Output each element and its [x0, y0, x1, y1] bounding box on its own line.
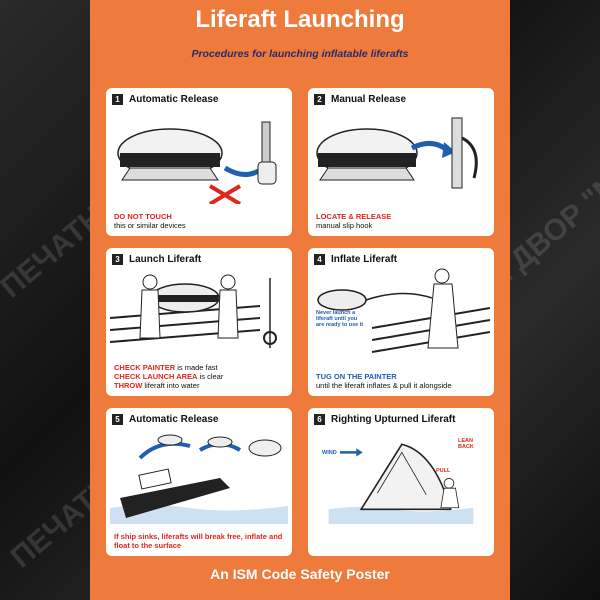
safety-poster: Liferaft Launching Procedures for launch…	[90, 0, 510, 600]
panel-title: Automatic Release	[129, 414, 219, 425]
poster-footer: An ISM Code Safety Poster	[210, 566, 390, 582]
step-number: 2	[314, 94, 325, 105]
poster-title: Liferaft Launching	[195, 6, 405, 33]
poster-subtitle: Procedures for launching inflatable life…	[191, 48, 409, 60]
step-number: 1	[112, 94, 123, 105]
panel-righting-upturned-liferaft: 6 Righting Upturned Liferaft WIND LEAN B…	[308, 408, 494, 556]
panel-launch-liferaft: 3 Launch Liferaft CHECK PAINTER is made …	[106, 248, 292, 396]
righting-liferaft-illustration	[328, 443, 474, 524]
panel-caption: DO NOT TOUCH this or similar devices	[114, 212, 186, 230]
panel-automatic-release-sinking: 5 Automatic Release If ship sinks, lifer…	[106, 408, 292, 556]
wind-label: WIND	[322, 450, 337, 456]
step-number: 5	[112, 414, 123, 425]
panel-title: Righting Upturned Liferaft	[331, 414, 456, 425]
panel-inflate-liferaft: 4 Inflate Liferaft Never launch a lifera…	[308, 248, 494, 396]
panel-title: Inflate Liferaft	[331, 254, 398, 265]
caption-text: until the liferaft inflates & pull it al…	[316, 381, 452, 390]
liferaft-container-illustration	[117, 121, 277, 204]
crew-tugging-painter-illustration	[317, 268, 490, 353]
caption-text: this or similar devices	[114, 221, 186, 230]
caption-text: liferaft into water	[142, 381, 200, 390]
caption-warning: CHECK PAINTER	[114, 363, 176, 372]
caption-warning: THROW	[114, 381, 143, 390]
step-number: 3	[112, 254, 123, 265]
lean-back-label: LEAN BACK	[458, 438, 474, 450]
panel-caption: LOCATE & RELEASE manual slip hook	[316, 212, 391, 230]
panel-title: Manual Release	[331, 94, 407, 105]
pull-label: PULL	[436, 468, 451, 474]
crew-throwing-liferaft-illustration	[110, 274, 277, 348]
caption-text: is clear	[197, 372, 224, 381]
caption-warning: CHECK LAUNCH AREA	[114, 372, 198, 381]
sinking-ship-illustration	[110, 434, 288, 524]
panel-title: Automatic Release	[129, 94, 219, 105]
step-number: 4	[314, 254, 325, 265]
caption-warning: DO NOT TOUCH	[114, 212, 172, 221]
caption-instruction: TUG ON THE PAINTER	[316, 372, 397, 381]
caption-text: manual slip hook	[316, 221, 373, 230]
warning-note: Never launch a liferaft until you are re…	[316, 310, 364, 328]
manual-release-illustration	[316, 117, 478, 189]
panel-automatic-release: 1 Automatic Release DO NOT TOUCH this or…	[106, 88, 292, 236]
step-number: 6	[314, 414, 325, 425]
panel-manual-release: 2 Manual Release LOCATE & RELEASE manual…	[308, 88, 494, 236]
caption-warning: If ship sinks, liferafts will break free…	[114, 532, 283, 550]
panel-caption: TUG ON THE PAINTER until the liferaft in…	[316, 372, 452, 390]
caption-warning: LOCATE & RELEASE	[316, 212, 392, 221]
panel-caption: CHECK PAINTER is made fast CHECK LAUNCH …	[114, 363, 223, 390]
caption-text: is made fast	[175, 363, 218, 372]
panel-title: Launch Liferaft	[129, 254, 202, 265]
